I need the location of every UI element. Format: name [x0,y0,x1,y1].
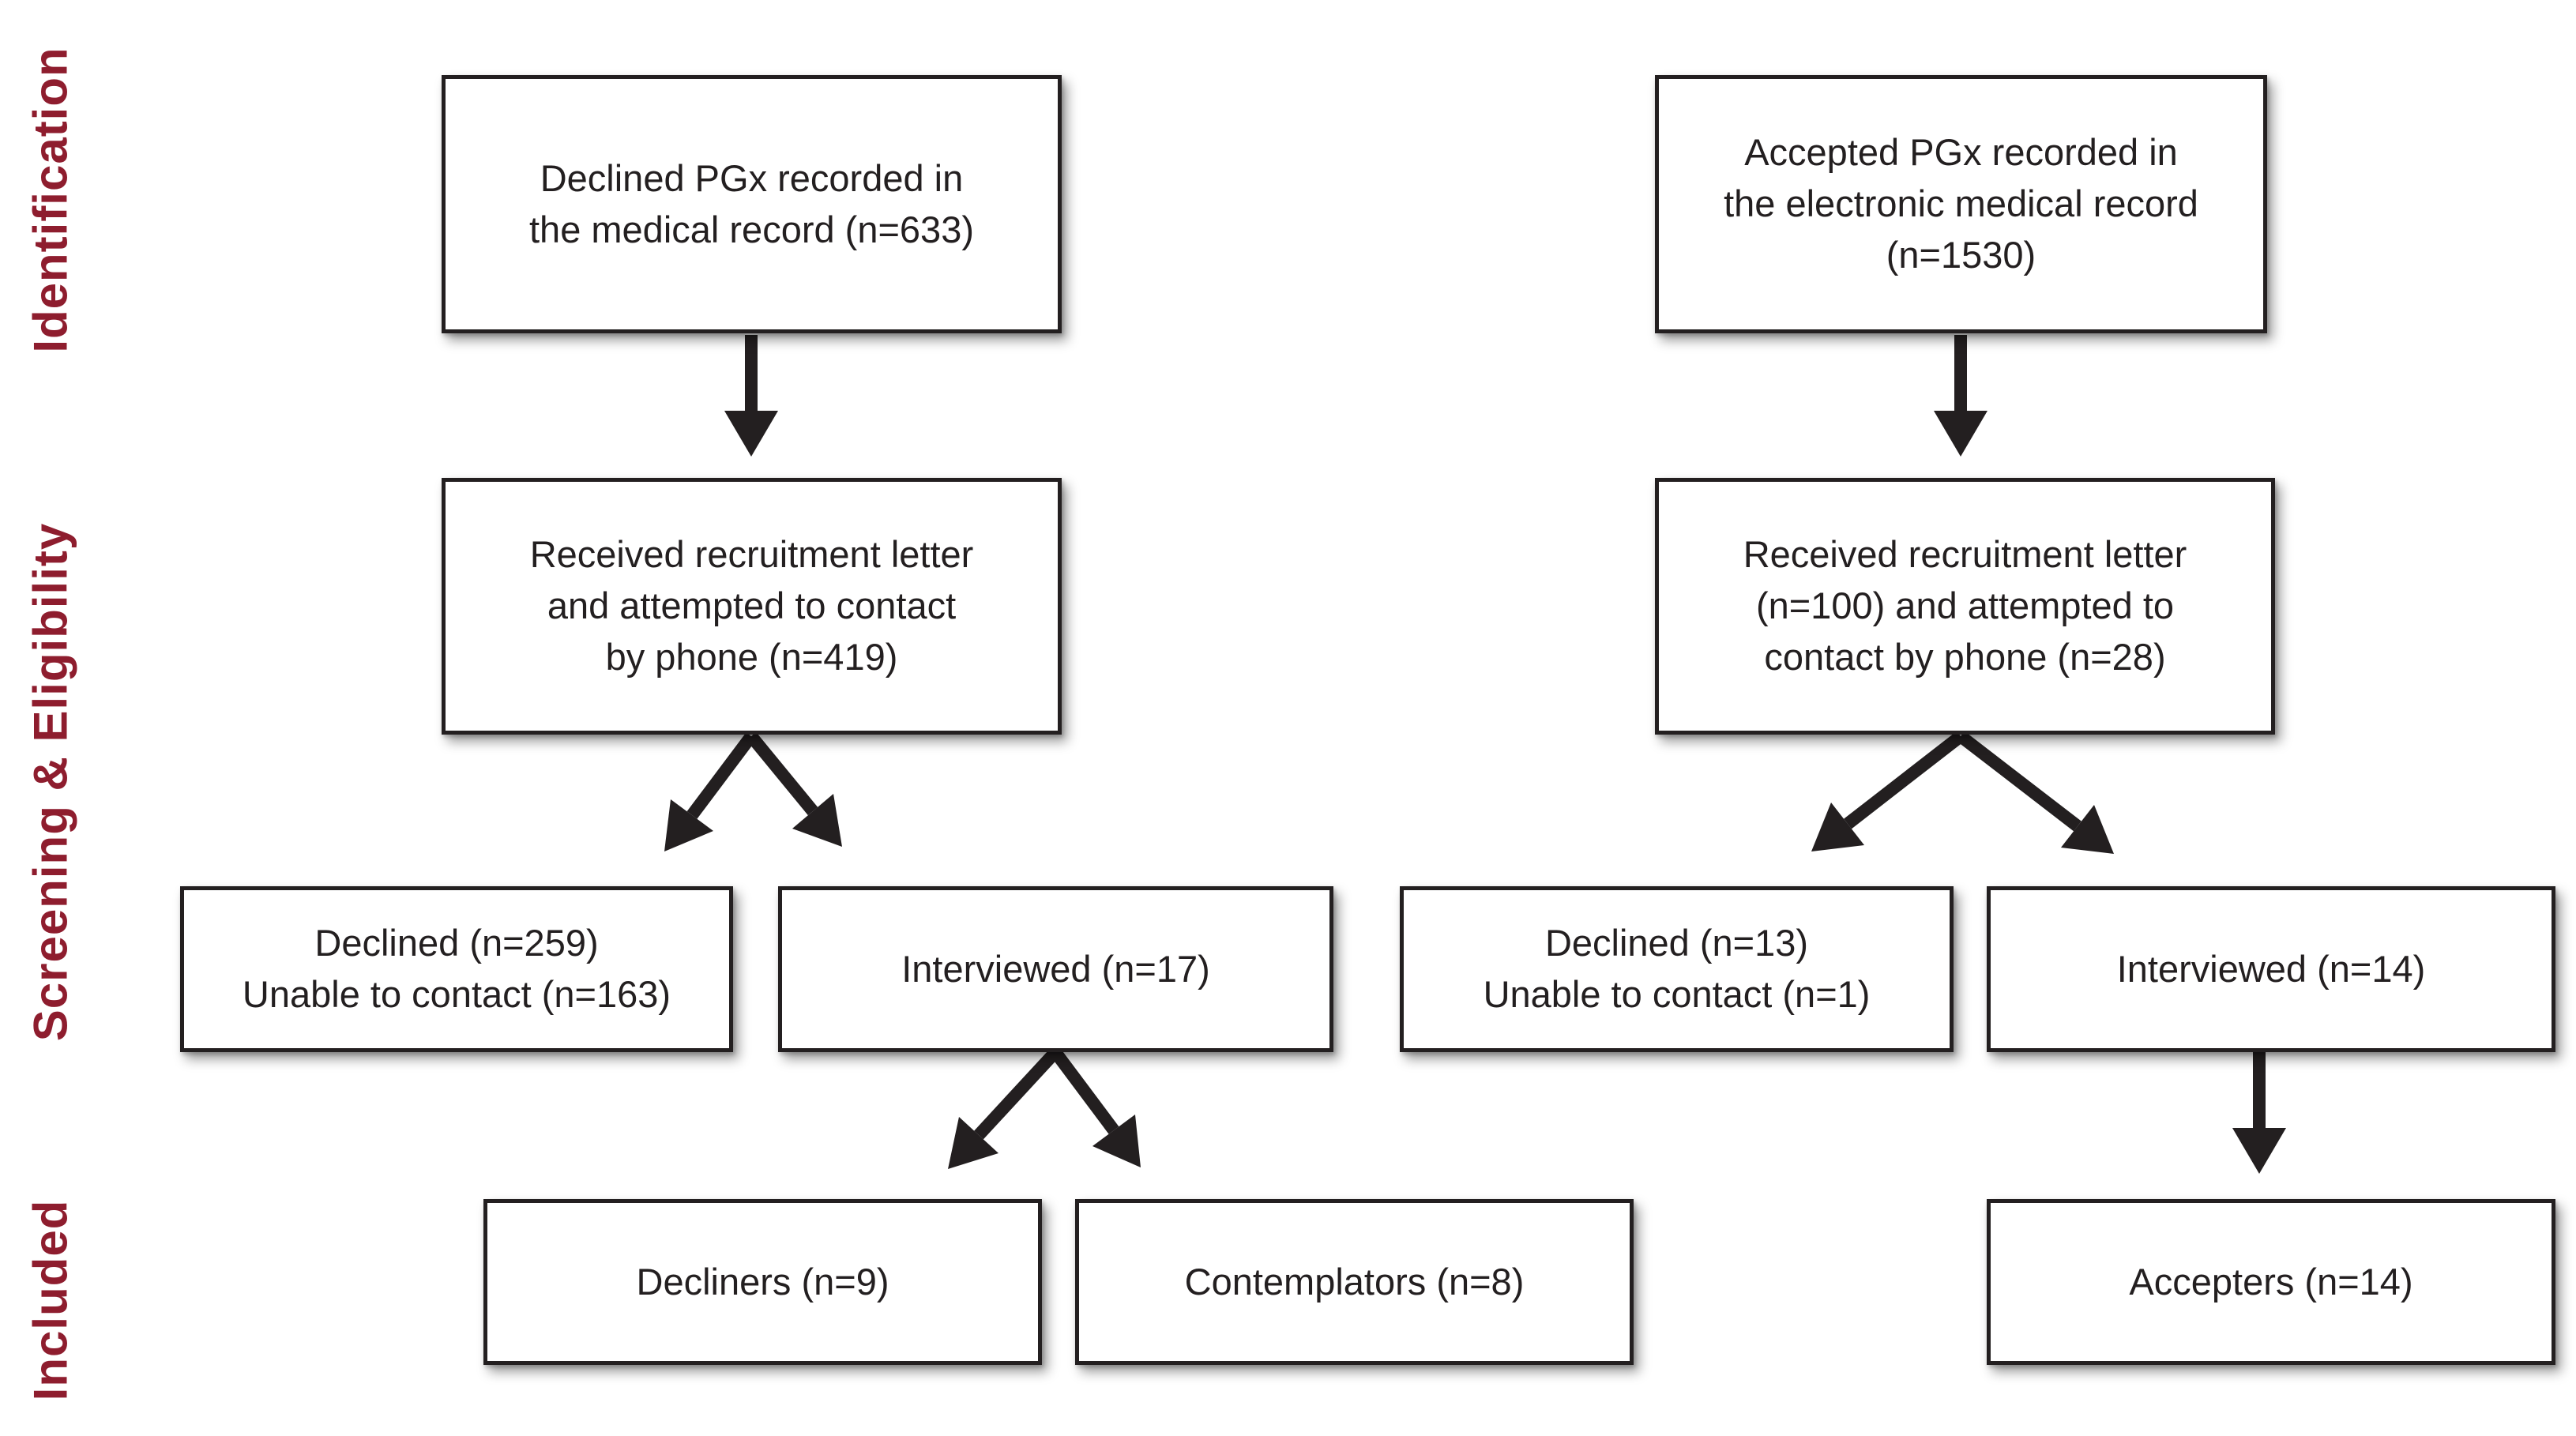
box-declined-unable-to-contact: Declined (n=259) Unable to contact (n=16… [180,886,733,1052]
box-accepted-recruitment-text: Received recruitment letter (n=100) and … [1743,533,2187,678]
stage-label-screening-eligibility: Screening & Eligibility [24,522,77,1042]
box-accepted-unable-to-contact: Declined (n=13) Unable to contact (n=1) [1400,886,1954,1052]
box-accepted-unable-to-contact-text: Declined (n=13) Unable to contact (n=1) [1483,922,1871,1015]
box-declined-pgx-identified-text: Declined PGx recorded in the medical rec… [529,156,974,250]
stage-label-identification: Identification [24,47,77,353]
box-declined-recruitment-text: Received recruitment letter and attempte… [529,533,974,678]
box-declined-pgx-identified: Declined PGx recorded in the medical rec… [442,75,1062,333]
arrow-declined-contacted-to-interviewed [746,731,842,847]
box-declined-interviewed-text: Interviewed (n=17) [901,947,1210,990]
arrow-accepted-contacted-to-notreached [1811,731,1965,851]
arrow-interviewed-to-decliners [948,1047,1060,1169]
box-declined-interviewed: Interviewed (n=17) [778,886,1333,1052]
arrow-interviewed-to-contemplators [1050,1048,1141,1167]
box-decliners-text: Decliners (n=9) [636,1260,889,1303]
box-accepters: Accepters (n=14) [1987,1199,2555,1365]
arrow-interviewed-to-accepters [2232,1052,2286,1174]
box-accepters-text: Accepters (n=14) [2129,1260,2413,1303]
box-decliners: Decliners (n=9) [483,1199,1042,1365]
box-accepted-pgx-identified-text: Accepted PGx recorded in the electronic … [1724,131,2198,276]
box-accepted-interviewed: Interviewed (n=14) [1987,886,2555,1052]
box-declined-unable-to-contact-text: Declined (n=259) Unable to contact (n=16… [242,922,671,1015]
box-accepted-pgx-identified: Accepted PGx recorded in the electronic … [1655,75,2267,333]
box-contemplators-text: Contemplators (n=8) [1184,1260,1525,1303]
arrow-accepted-contacted-to-interviewed [1957,731,2114,854]
arrow-declined-contacted-to-notreached [664,732,757,851]
stage-label-included: Included [24,1199,77,1401]
arrow-declined-identified-to-contacted [724,335,778,457]
box-declined-recruitment: Received recruitment letter and attempte… [442,478,1062,735]
box-contemplators: Contemplators (n=8) [1075,1199,1634,1365]
arrow-accepted-identified-to-contacted [1934,335,1987,457]
box-accepted-recruitment: Received recruitment letter (n=100) and … [1655,478,2275,735]
box-accepted-interviewed-text: Interviewed (n=14) [2116,947,2426,990]
